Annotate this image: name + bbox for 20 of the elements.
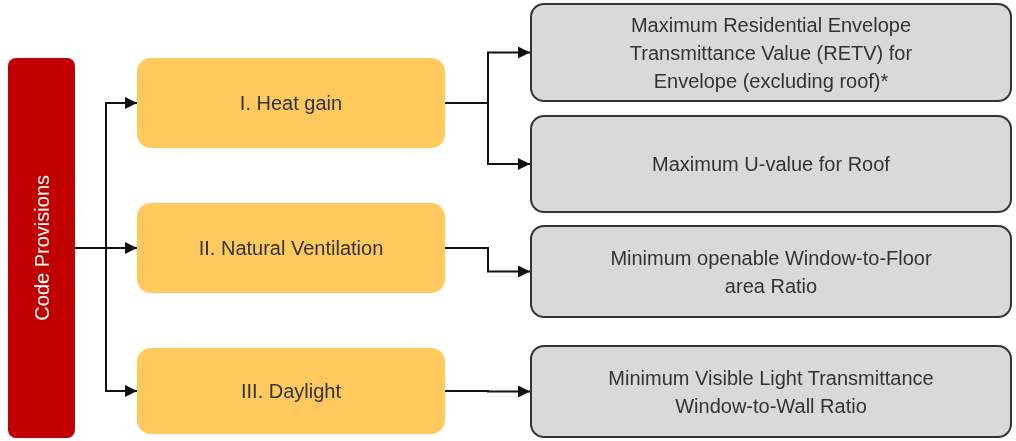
category-bar [8, 58, 75, 438]
arrow [444, 102, 531, 170]
provision-box [530, 115, 1012, 213]
arrow [74, 247, 138, 397]
arrow [444, 247, 531, 278]
node-label: III. Daylight [240, 379, 341, 404]
category-box [137, 58, 445, 148]
category-box [137, 203, 445, 293]
node-label: II. Natural Ventilation [198, 236, 384, 261]
node-label: Minimum Visible Light Transmittance Window-to-Wall Ratio [607, 365, 935, 419]
category-box [137, 348, 445, 434]
node-label: Maximum U-value for Roof [652, 152, 890, 177]
provision-box [530, 225, 1012, 318]
node-label: Code Provisions [29, 175, 54, 321]
node-label: I. Heat gain [239, 91, 343, 116]
provision-box [530, 345, 1012, 438]
arrow [444, 385, 531, 398]
node-label: Minimum openable Window-to-Floor area Ratio [609, 245, 933, 299]
provision-box [530, 3, 1012, 102]
node-label: Maximum Residential Envelope Transmittance Value (RETV) for Envelope (excluding roof)* [628, 12, 914, 94]
